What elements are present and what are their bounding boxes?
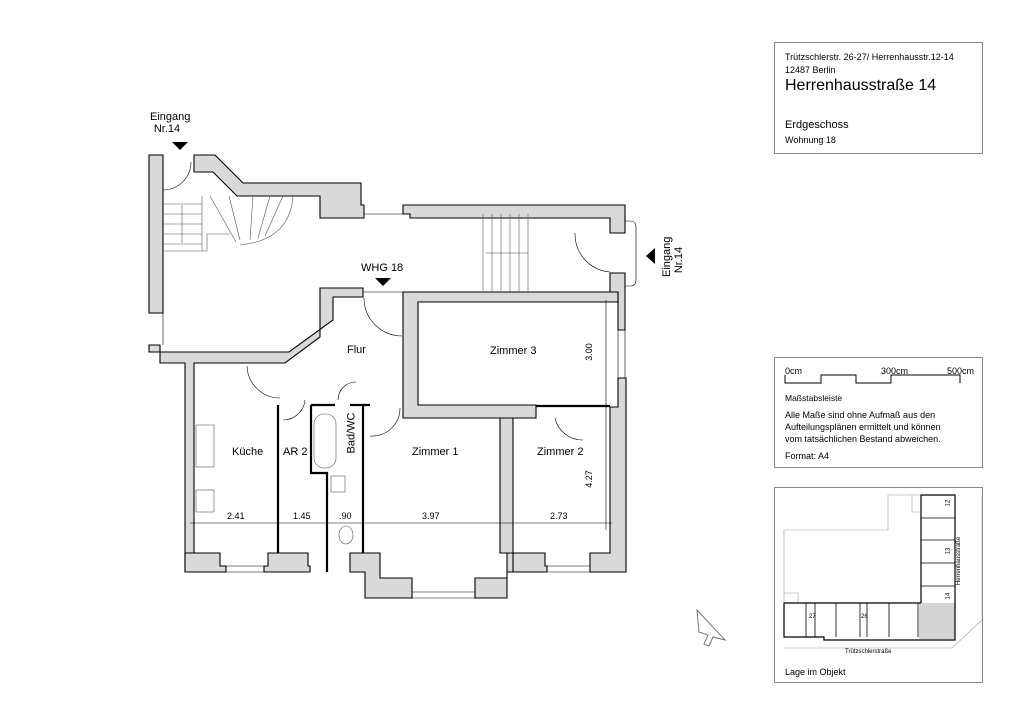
house-number-12: 12 [945,499,952,507]
stairs-left [163,195,294,252]
disclaimer-line: Aufteilungsplänen ermittelt und können [785,422,941,432]
dim-zimmer1-width: 3.97 [422,511,440,521]
wall [349,552,413,599]
house-number-26: 26 [861,614,868,620]
entrance-top-arrow-icon [172,142,188,150]
dim-zimmer2-height: 4.27 [583,470,594,488]
entrance-top-label: Eingang Nr.14 [150,111,191,135]
entrance-top-line2: Nr.14 [153,123,181,135]
street-right: Herrenhausstraße [956,536,963,586]
building-title: Herrenhausstraße 14 [785,77,937,94]
scale-tick-0: 0cm [785,366,803,376]
wall [263,552,311,573]
wall [184,552,227,573]
disclaimer: Alle Maße sind ohne Aufmaß aus den Aufte… [785,409,941,445]
city-line: 12487 Berlin [785,65,836,75]
dim-zimmer3-height: 3.00 [583,343,594,361]
title-block: Trützschlerstr. 26-27/ Herrenhausstr.12-… [774,42,983,154]
format-label: Format: A4 [785,451,830,461]
room-zimmer2: Zimmer 2 [537,446,584,458]
scale-block: 0cm 300cm 500cm Maßstabsleiste Alle Maße… [774,357,983,468]
wall [148,154,164,314]
floor-label: Erdgeschoss [785,119,849,131]
wall [589,377,627,573]
scale-bar [784,374,961,384]
entrance-right-label: Eingang Nr.14 [661,236,685,277]
dim-kueche-width: 2.41 [227,511,245,521]
disclaimer-line: vom tatsächlichen Bestand abweichen. [785,434,941,444]
dim-bad-width: .90 [339,511,352,521]
wall [148,287,364,573]
dim-ar2-width: 1.45 [293,511,311,521]
wall [402,204,626,234]
site-plan-caption: Lage im Objekt [785,667,846,677]
room-ar2: AR 2 [283,446,308,458]
stairs-right [482,214,529,292]
address-line: Trützschlerstr. 26-27/ Herrenhausstr.12-… [785,52,954,62]
scale-tick-300: 300cm [881,366,909,376]
house-number-27: 27 [809,614,816,620]
unit-label: Wohnung 18 [785,135,836,145]
dim-zimmer2-width: 2.73 [550,511,568,521]
room-zimmer1: Zimmer 1 [412,446,459,458]
mouse-cursor-icon [696,608,727,647]
site-plan-drawing [783,494,983,649]
unit-marker: WHG 18 [361,262,404,274]
entrance-right-arrow-icon [646,248,655,264]
entrance-top-line1: Eingang [150,111,191,123]
room-bad: Bad/WC [345,412,358,454]
wall [193,154,365,219]
site-plan-block: 12 13 14 27 26 Herrenhausstraße Trützsch… [774,487,983,683]
room-zimmer3: Zimmer 3 [490,345,537,357]
disclaimer-line: Alle Maße sind ohne Aufmaß aus den [785,410,936,420]
house-number-14: 14 [945,592,952,600]
room-flur: Flur [347,344,366,356]
room-kueche: Küche [232,446,264,458]
entrance-right-line1: Eingang [661,236,673,277]
wall [499,417,514,554]
scale-label: Maßstabsleiste [785,393,843,403]
wall [474,552,516,599]
scale-tick-500: 500cm [947,366,975,376]
wall [512,552,548,573]
street-bottom: Trützschlerstraße [845,649,892,655]
entrance-right-line2: Nr.14 [673,246,685,274]
unit-arrow-icon [375,278,391,286]
house-number-13: 13 [945,547,952,555]
